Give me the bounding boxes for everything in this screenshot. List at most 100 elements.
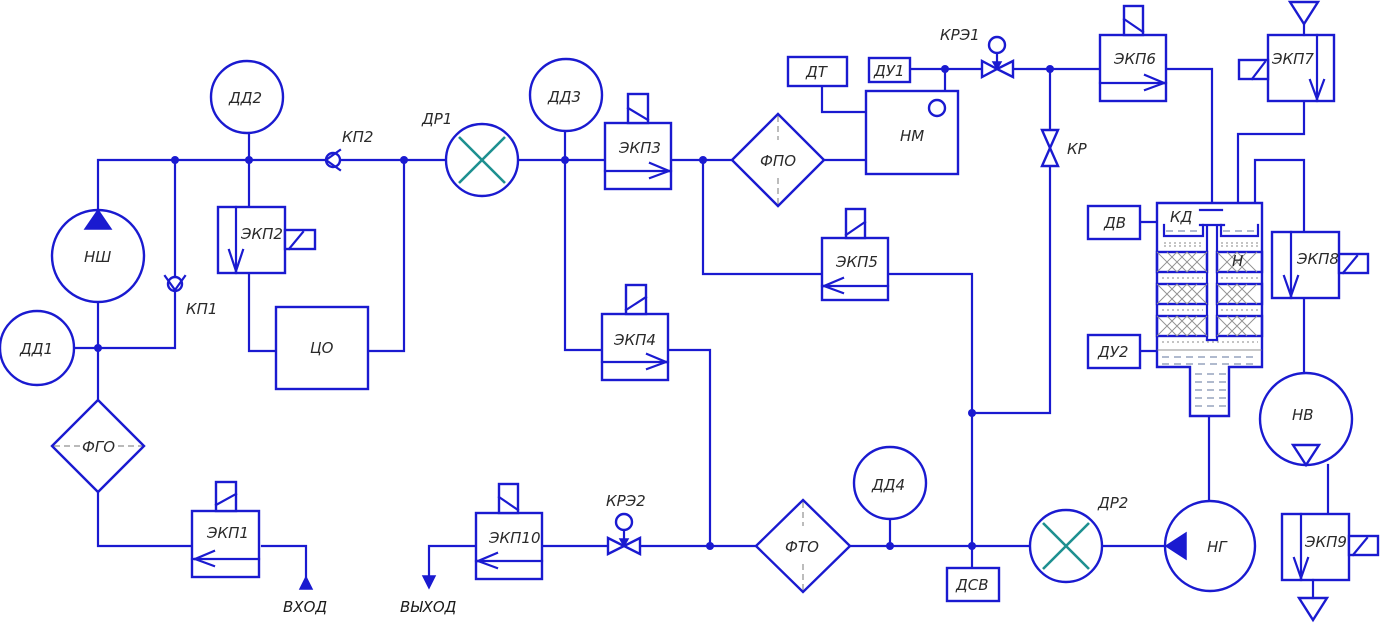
cylinder-co[interactable]: ЦО bbox=[274, 305, 370, 391]
label-ekp7: ЭКП7 bbox=[1271, 50, 1314, 68]
label-ekp4: ЭКП4 bbox=[613, 331, 656, 349]
indicator-icon bbox=[927, 98, 947, 118]
separator-tank[interactable]: КД Н bbox=[1155, 201, 1264, 418]
junction-dot bbox=[94, 344, 102, 352]
solenoid-valve-ekp4[interactable]: ЭКП4 bbox=[600, 283, 670, 382]
sensor-dt[interactable]: ДТ bbox=[786, 55, 849, 88]
label-kp1: КП1 bbox=[186, 300, 217, 318]
solenoid-valve-ekp1[interactable]: ЭКП1 bbox=[190, 480, 261, 579]
exhaust-triangle-icon bbox=[1296, 596, 1330, 623]
check-valve-kp2[interactable]: КП2 bbox=[324, 128, 373, 172]
coil-icon bbox=[214, 480, 238, 513]
pipe-dd3-ekp4 bbox=[563, 158, 604, 352]
label-kre2: КРЭ2 bbox=[606, 492, 646, 510]
solenoid-valve-ekp2[interactable]: ЭКП2 bbox=[216, 205, 317, 275]
label-nsh: НШ bbox=[84, 248, 111, 266]
pipe-ekp6-kd bbox=[1164, 67, 1214, 212]
coil-icon bbox=[1337, 252, 1370, 275]
label-dd1: ДД1 bbox=[19, 340, 53, 358]
sensor-du2[interactable]: ДУ2 bbox=[1086, 333, 1142, 370]
throttle-dr1[interactable]: ДР1 bbox=[421, 110, 520, 198]
pump-nsh[interactable]: НШ bbox=[50, 208, 146, 304]
sensor-dd2[interactable]: ДД2 bbox=[209, 59, 285, 135]
sensor-dd4[interactable]: ДД4 bbox=[852, 445, 928, 521]
label-fpo: ФПО bbox=[760, 152, 796, 170]
pipe-ekp1-input bbox=[260, 544, 308, 582]
sensor-dv[interactable]: ДВ bbox=[1086, 204, 1142, 241]
label-dd2: ДД2 bbox=[228, 89, 262, 107]
label-ekp2: ЭКП2 bbox=[240, 225, 283, 243]
manual-valve-kr[interactable]: КР bbox=[1040, 128, 1088, 168]
label-ekp6: ЭКП6 bbox=[1113, 50, 1156, 68]
motorized-valve-kre1[interactable]: КРЭ1 bbox=[940, 26, 1015, 79]
junction-dot bbox=[968, 409, 976, 417]
label-ng: НГ bbox=[1207, 538, 1228, 556]
junction-dot bbox=[400, 156, 408, 164]
label-ekp9: ЭКП9 bbox=[1304, 533, 1347, 551]
port-input[interactable]: ВХОД bbox=[283, 575, 327, 616]
filter-fto[interactable]: ФТО bbox=[754, 498, 852, 594]
solenoid-valve-ekp9[interactable]: ЭКП9 bbox=[1280, 512, 1380, 623]
label-dr1: ДР1 bbox=[421, 110, 452, 128]
pipe-ekp7-tank bbox=[1236, 99, 1306, 205]
coil-icon bbox=[1237, 58, 1270, 81]
pipe-ekp2-co bbox=[247, 271, 278, 353]
solenoid-valve-ekp5[interactable]: ЭКП5 bbox=[820, 207, 890, 302]
pump-arrow-icon bbox=[83, 208, 113, 230]
filter-fpo[interactable]: ФПО bbox=[730, 112, 826, 208]
pipe-fgo-ekp1 bbox=[96, 490, 194, 548]
junction-dot bbox=[941, 65, 949, 73]
pump-nv[interactable]: НВ bbox=[1258, 371, 1354, 468]
pipe-top-left bbox=[96, 158, 327, 214]
pipe-ekp10-output bbox=[427, 544, 478, 580]
pipe-kp1-branch bbox=[96, 158, 177, 350]
label-du1: ДУ1 bbox=[873, 62, 904, 80]
actuator-icon bbox=[614, 512, 634, 532]
solenoid-valve-ekp6[interactable]: ЭКП6 bbox=[1098, 4, 1168, 103]
label-output: ВЫХОД bbox=[400, 598, 457, 616]
check-valve-kp1[interactable]: КП1 bbox=[163, 274, 217, 318]
junction-dot bbox=[968, 542, 976, 550]
pump-motor-nm[interactable]: НМ bbox=[864, 89, 960, 176]
output-arrow-icon bbox=[421, 575, 437, 590]
pipe-ekp5-branch bbox=[701, 158, 824, 276]
pipe-co-right bbox=[366, 158, 406, 353]
coil-icon bbox=[283, 228, 317, 251]
solenoid-valve-ekp3[interactable]: ЭКП3 bbox=[603, 92, 673, 191]
pump-arrow-icon bbox=[1164, 531, 1187, 561]
solenoid-valve-ekp10[interactable]: ЭКП10 bbox=[474, 482, 544, 581]
motorized-valve-kre2[interactable]: КРЭ2 bbox=[606, 492, 646, 556]
input-arrow-icon bbox=[298, 575, 314, 590]
sensor-du1[interactable]: ДУ1 bbox=[867, 56, 912, 84]
junction-dot bbox=[1046, 65, 1054, 73]
sensor-dsv[interactable]: ДСВ bbox=[945, 566, 1001, 603]
label-fgo: ФГО bbox=[82, 438, 115, 456]
solenoid-valve-ekp8[interactable]: ЭКП8 bbox=[1270, 230, 1370, 300]
junction-dot bbox=[245, 156, 253, 164]
label-n: Н bbox=[1232, 252, 1243, 270]
pump-ng[interactable]: НГ bbox=[1163, 499, 1257, 593]
pipe-kr-bottom bbox=[970, 164, 1052, 415]
junctions bbox=[94, 65, 1054, 550]
sensor-dd3[interactable]: ДД3 bbox=[528, 57, 604, 133]
coil-icon bbox=[1347, 534, 1380, 557]
label-kd: КД bbox=[1170, 208, 1193, 226]
filter-fgo[interactable]: ФГО bbox=[50, 398, 146, 494]
pipe-tank-ekp8 bbox=[1253, 158, 1306, 232]
pipe-ekp4-right bbox=[666, 348, 712, 548]
label-dt: ДТ bbox=[805, 63, 829, 81]
pump-arrow-icon bbox=[1290, 443, 1322, 468]
solenoid-valve-ekp7[interactable]: ЭКП7 bbox=[1237, 0, 1336, 103]
label-ekp5: ЭКП5 bbox=[835, 253, 878, 271]
label-nv: НВ bbox=[1292, 406, 1314, 424]
label-du2: ДУ2 bbox=[1097, 343, 1128, 361]
packing-layers bbox=[1155, 242, 1264, 343]
label-kr: КР bbox=[1067, 140, 1088, 158]
throttle-dr2[interactable]: ДР2 bbox=[1028, 494, 1128, 584]
port-output[interactable]: ВЫХОД bbox=[400, 575, 457, 616]
junction-dot bbox=[171, 156, 179, 164]
label-nm: НМ bbox=[900, 127, 924, 145]
sensor-dd1[interactable]: ДД1 bbox=[0, 309, 76, 387]
label-ekp10: ЭКП10 bbox=[488, 529, 541, 547]
